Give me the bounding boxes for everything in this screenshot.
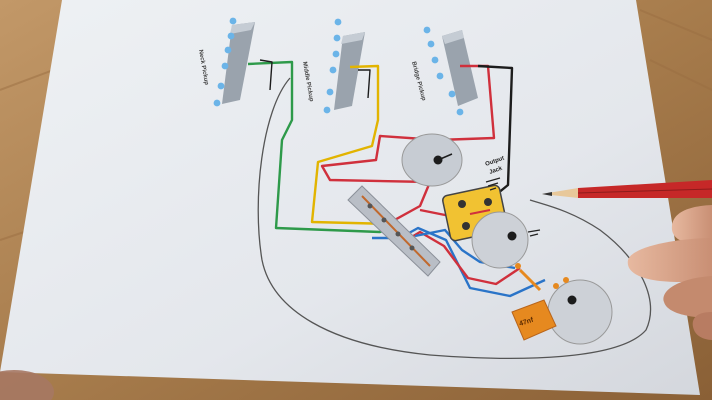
output-jack-label-line2: Jack bbox=[489, 165, 504, 175]
selector-switch bbox=[347, 185, 441, 277]
wire-ground-black-2 bbox=[358, 69, 371, 99]
wire-green bbox=[247, 60, 393, 234]
volume-pot bbox=[401, 133, 463, 187]
neck-pickup bbox=[213, 17, 255, 107]
finger-blur bbox=[0, 370, 54, 400]
wire-ground-black bbox=[259, 59, 273, 91]
wire-red-2 bbox=[399, 230, 521, 286]
bridge-pickup bbox=[423, 26, 478, 116]
tone-pot-2 bbox=[547, 277, 613, 345]
middle-pickup bbox=[323, 18, 365, 114]
capacitor-label: 47nf bbox=[518, 317, 534, 328]
hand bbox=[627, 205, 712, 340]
body-outline bbox=[257, 77, 651, 359]
wire-yellow bbox=[310, 64, 393, 226]
pencil bbox=[542, 180, 712, 198]
capacitor bbox=[511, 299, 557, 341]
tone-pot-1 bbox=[471, 211, 529, 269]
wire-orange bbox=[518, 268, 542, 292]
